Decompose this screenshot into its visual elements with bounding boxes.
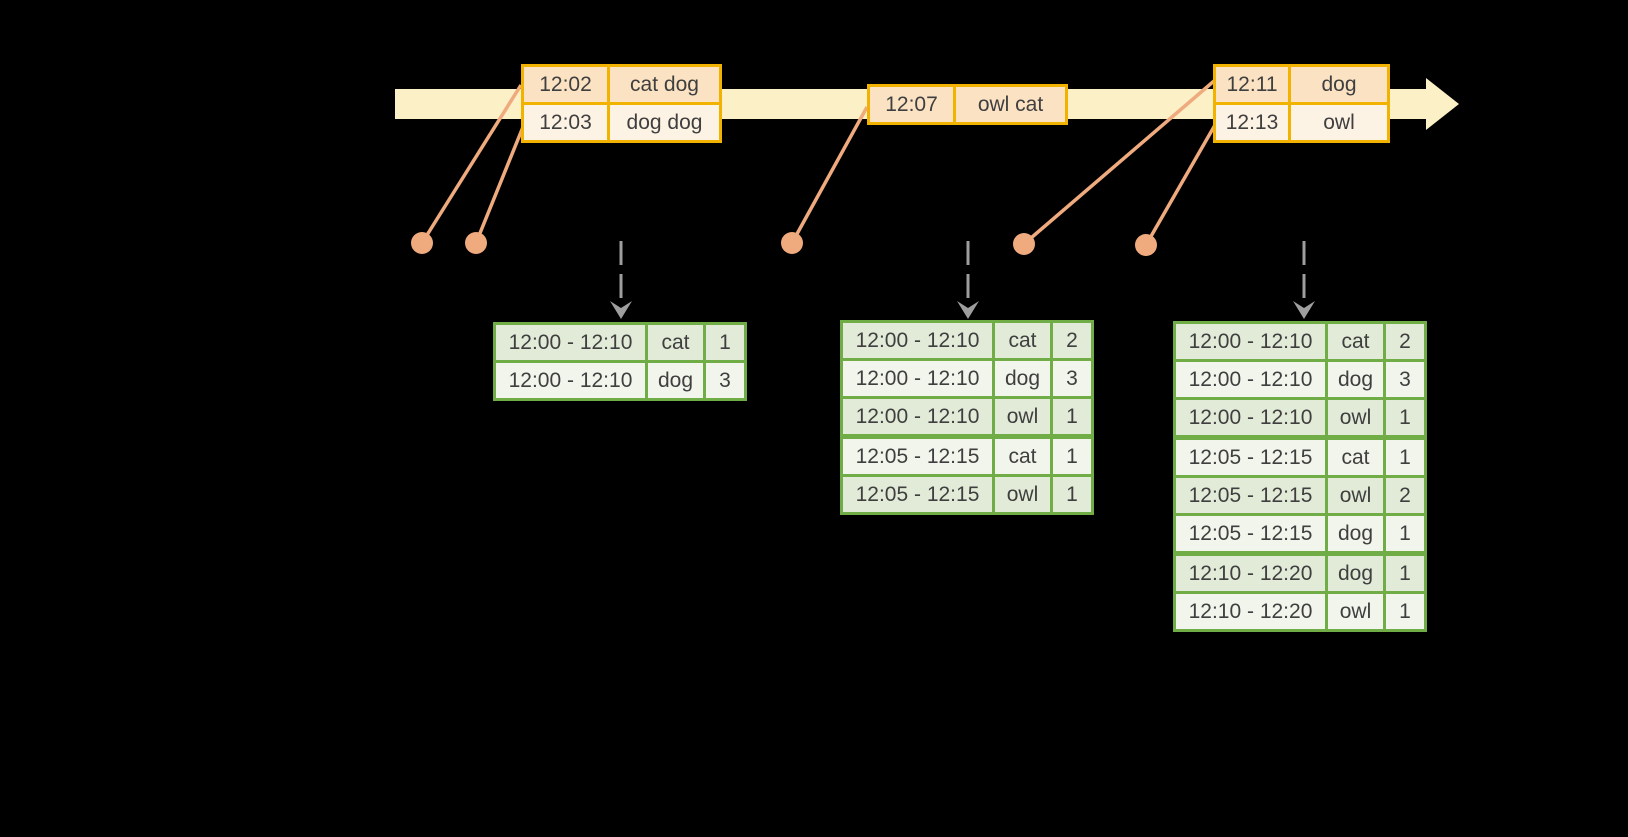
event-dot-1213 [1135, 234, 1157, 256]
word-cell: cat [992, 439, 1050, 474]
count-cell: 2 [1383, 324, 1424, 359]
word-cell: dog [645, 363, 703, 398]
word-cell: owl [1325, 594, 1383, 629]
window-cell: 12:00 - 12:10 [843, 399, 992, 434]
words-cell: dog [1288, 67, 1387, 102]
trigger-arrows [610, 241, 1315, 319]
event-line-1202 [420, 84, 523, 244]
window-cell: 12:10 - 12:20 [1176, 556, 1325, 591]
window-cell: 12:00 - 12:10 [1176, 400, 1325, 435]
word-cell: owl [992, 477, 1050, 512]
event-dot-1203 [465, 232, 487, 254]
word-cell: dog [1325, 556, 1383, 591]
count-cell: 1 [1383, 556, 1424, 591]
count-cell: 1 [1050, 439, 1091, 474]
event-line-1211 [1022, 79, 1216, 246]
count-cell: 1 [1383, 516, 1424, 551]
words-cell: owl [1288, 105, 1387, 140]
count-cell: 1 [1050, 399, 1091, 434]
word-cell: owl [1325, 478, 1383, 513]
count-cell: 3 [703, 363, 744, 398]
window-cell: 12:05 - 12:15 [1176, 478, 1325, 513]
word-cell: cat [1325, 324, 1383, 359]
event-time-cell: 12:02 [524, 67, 607, 102]
trigger-arrowhead-icon-2 [957, 301, 979, 319]
event-line-1213 [1144, 124, 1217, 246]
word-cell: owl [992, 399, 1050, 434]
word-cell: cat [992, 323, 1050, 358]
count-cell: 1 [703, 325, 744, 360]
word-cell: dog [1325, 516, 1383, 551]
word-cell: cat [645, 325, 703, 360]
trigger-arrowhead-icon-1 [610, 301, 632, 319]
word-cell: dog [992, 361, 1050, 396]
window-cell: 12:05 - 12:15 [1176, 440, 1325, 475]
window-cell: 12:10 - 12:20 [1176, 594, 1325, 629]
window-cell: 12:00 - 12:10 [1176, 362, 1325, 397]
trigger-arrowhead-icon-3 [1293, 301, 1315, 319]
words-cell: owl cat [953, 87, 1065, 122]
event-time-cell: 12:07 [870, 87, 953, 122]
word-cell: dog [1325, 362, 1383, 397]
count-cell: 1 [1383, 440, 1424, 475]
words-cell: dog dog [607, 105, 719, 140]
window-cell: 12:00 - 12:10 [496, 325, 645, 360]
window-cell: 12:05 - 12:15 [843, 439, 992, 474]
window-cell: 12:00 - 12:10 [1176, 324, 1325, 359]
words-cell: cat dog [607, 67, 719, 102]
event-line-1207 [790, 106, 869, 244]
count-cell: 2 [1050, 323, 1091, 358]
event-time-cell: 12:13 [1216, 105, 1288, 140]
window-cell: 12:00 - 12:10 [843, 361, 992, 396]
window-cell: 12:05 - 12:15 [843, 477, 992, 512]
count-cell: 3 [1050, 361, 1091, 396]
event-time-cell: 12:03 [524, 105, 607, 140]
count-cell: 3 [1383, 362, 1424, 397]
event-dot-1207 [781, 232, 803, 254]
event-line-1203 [474, 126, 525, 244]
count-cell: 1 [1383, 400, 1424, 435]
word-cell: owl [1325, 400, 1383, 435]
count-cell: 1 [1383, 594, 1424, 629]
event-dot-1202 [411, 232, 433, 254]
window-cell: 12:00 - 12:10 [496, 363, 645, 398]
event-dot-1211 [1013, 233, 1035, 255]
count-cell: 2 [1383, 478, 1424, 513]
timeline-arrowhead-icon [1426, 78, 1459, 130]
word-cell: cat [1325, 440, 1383, 475]
event-connector-lines [420, 79, 1217, 246]
event-dots [411, 232, 1157, 256]
event-time-cell: 12:11 [1216, 67, 1288, 102]
window-cell: 12:05 - 12:15 [1176, 516, 1325, 551]
count-cell: 1 [1050, 477, 1091, 512]
window-cell: 12:00 - 12:10 [843, 323, 992, 358]
